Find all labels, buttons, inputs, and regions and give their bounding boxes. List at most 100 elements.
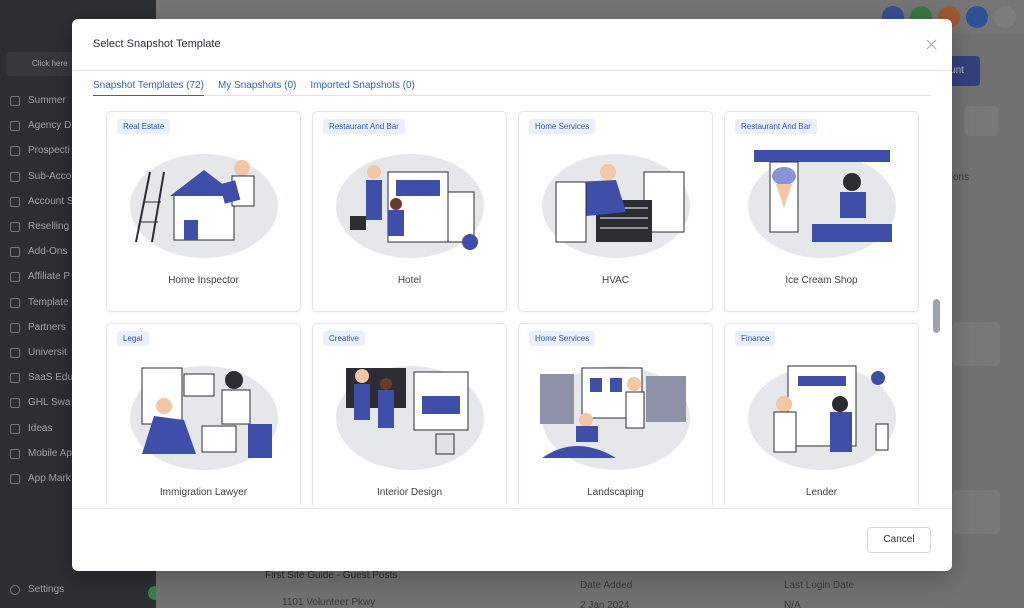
nav-icon — [10, 297, 20, 308]
lender-illustration — [742, 354, 902, 474]
sidebar-item-label: GHL Swa — [28, 397, 71, 409]
sidebar-item-label: Prospecti — [28, 145, 70, 157]
nav-icon — [10, 247, 20, 258]
nav-icon — [10, 348, 20, 358]
nav-icon — [10, 121, 20, 132]
category-badge: Restaurant And Bar — [735, 119, 817, 134]
scroll-thumb[interactable] — [933, 299, 940, 333]
hotel-illustration — [330, 142, 490, 262]
date-added-label: Date Added — [580, 580, 633, 591]
modal-title: Select Snapshot Template — [93, 38, 221, 50]
template-card[interactable]: Creative Interior Design — [312, 323, 507, 505]
sidebar-item[interactable]: Agency D — [10, 117, 71, 135]
template-name: Interior Design — [376, 487, 443, 498]
category-badge: Home Services — [529, 331, 596, 346]
sidebar-item[interactable]: Prospecti — [10, 142, 70, 160]
template-card[interactable]: Home Services Landscaping — [518, 323, 713, 505]
settings-label: Settings — [28, 584, 65, 595]
ice-cream-shop-illustration — [742, 142, 902, 262]
nav-icon — [10, 322, 20, 333]
sidebar-item[interactable]: Ideas — [10, 420, 52, 438]
sidebar-item[interactable]: Sub-Acco — [10, 168, 71, 186]
template-name: Immigration Lawyer — [159, 487, 248, 498]
avatar[interactable] — [994, 6, 1016, 28]
filter-button[interactable] — [964, 106, 998, 136]
template-card[interactable]: Restaurant And Bar Ice Cream Shop — [724, 111, 919, 312]
tab-imported-snapshots[interactable]: Imported Snapshots (0) — [310, 80, 415, 91]
sidebar-item-label: Summer — [28, 95, 66, 106]
interior-design-illustration — [330, 354, 490, 474]
guide-title: First Site Guide - Guest Posts — [265, 570, 398, 581]
template-name: HVAC — [601, 275, 630, 286]
sidebar-item[interactable]: SaaS Edu — [10, 369, 73, 387]
tab-snapshot-templates[interactable]: Snapshot Templates (72) — [93, 79, 204, 96]
tab-my-snapshots[interactable]: My Snapshots (0) — [218, 80, 297, 91]
sidebar-item-label: SaaS Edu — [28, 372, 74, 384]
nav-icon — [10, 373, 20, 384]
bg-row-card — [952, 490, 1000, 534]
category-badge: Real Estate — [117, 119, 171, 134]
template-name: Hotel — [397, 275, 422, 286]
date-added-value: 2 Jan 2024 — [580, 600, 630, 608]
snapshot-template-modal: Select Snapshot Template Snapshot Templa… — [72, 19, 952, 571]
template-name: Landscaping — [587, 487, 644, 498]
tab-bar: Snapshot Templates (72) My Snapshots (0)… — [93, 79, 931, 96]
sidebar-item[interactable]: Mobile Ap — [10, 445, 72, 463]
close-icon[interactable] — [924, 37, 940, 53]
bg-row-card — [952, 322, 1000, 366]
template-card[interactable]: Legal Immigration Lawyer — [106, 323, 301, 505]
nav-icon — [10, 222, 20, 232]
sidebar-item[interactable]: Reselling — [10, 218, 69, 236]
sidebar-item-label: Account S — [28, 195, 74, 207]
sidebar-item[interactable]: Partners — [10, 319, 66, 337]
sidebar-item-label: Sub-Acco — [28, 170, 72, 182]
template-card[interactable]: Home Services HVAC — [518, 111, 713, 312]
gear-icon — [10, 584, 20, 595]
template-name: Ice Cream Shop — [785, 275, 858, 286]
nav-icon — [10, 474, 20, 484]
immigration-lawyer-illustration — [124, 354, 284, 474]
sidebar-item-label: Template — [28, 296, 69, 308]
help-icon[interactable] — [966, 6, 988, 28]
sidebar-item[interactable]: Template — [10, 294, 69, 312]
template-card[interactable]: Real Estate Home Inspector — [106, 111, 301, 312]
template-card[interactable]: Restaurant And Bar Hotel — [312, 111, 507, 312]
hvac-illustration — [536, 142, 696, 262]
sidebar-item[interactable]: GHL Swa — [10, 394, 70, 412]
nav-icon — [10, 423, 20, 434]
modal-footer: Cancel — [72, 508, 952, 571]
sidebar-item[interactable]: Account S — [10, 193, 74, 211]
last-login-value: N/A — [784, 600, 801, 608]
sidebar-item-label: Mobile Ap — [28, 447, 72, 459]
category-badge: Finance — [735, 331, 776, 346]
template-name: Lender — [805, 487, 838, 498]
home-inspector-illustration — [124, 142, 284, 262]
sidebar-item[interactable]: App Mark — [10, 470, 71, 488]
category-badge: Creative — [323, 331, 365, 346]
sidebar-item-label: Ideas — [28, 422, 53, 434]
nav-icon — [10, 96, 20, 106]
sidebar-item-label: App Mark — [28, 473, 71, 484]
sidebar-item-label: Reselling — [28, 221, 70, 232]
sidebar-item-label: Partners — [28, 321, 66, 333]
nav-icon — [10, 171, 20, 182]
sidebar-item[interactable]: Universit — [10, 344, 67, 362]
nav-icon — [10, 398, 20, 409]
settings-item[interactable]: Settings — [10, 584, 64, 595]
sidebar-item[interactable]: Add-Ons — [10, 243, 67, 261]
nav-icon — [10, 146, 20, 157]
address-text: 1101 Volunteer Pkwy — [282, 597, 376, 608]
sidebar-item[interactable]: Summer — [10, 92, 66, 110]
template-card[interactable]: Finance Lender — [724, 323, 919, 505]
category-badge: Home Services — [529, 119, 596, 134]
scrollbar[interactable] — [932, 109, 940, 505]
last-login-label: Last Login Date — [784, 580, 855, 591]
nav-icon — [10, 448, 20, 459]
sidebar-item-label: Add-Ons — [28, 246, 68, 258]
sidebar-item-label: Agency D — [28, 120, 72, 132]
category-badge: Legal — [117, 331, 149, 346]
modal-header: Select Snapshot Template — [72, 19, 952, 71]
cancel-button[interactable]: Cancel — [867, 527, 931, 553]
options-label: tions — [948, 172, 970, 183]
sidebar-item[interactable]: Affiliate P — [10, 268, 70, 286]
